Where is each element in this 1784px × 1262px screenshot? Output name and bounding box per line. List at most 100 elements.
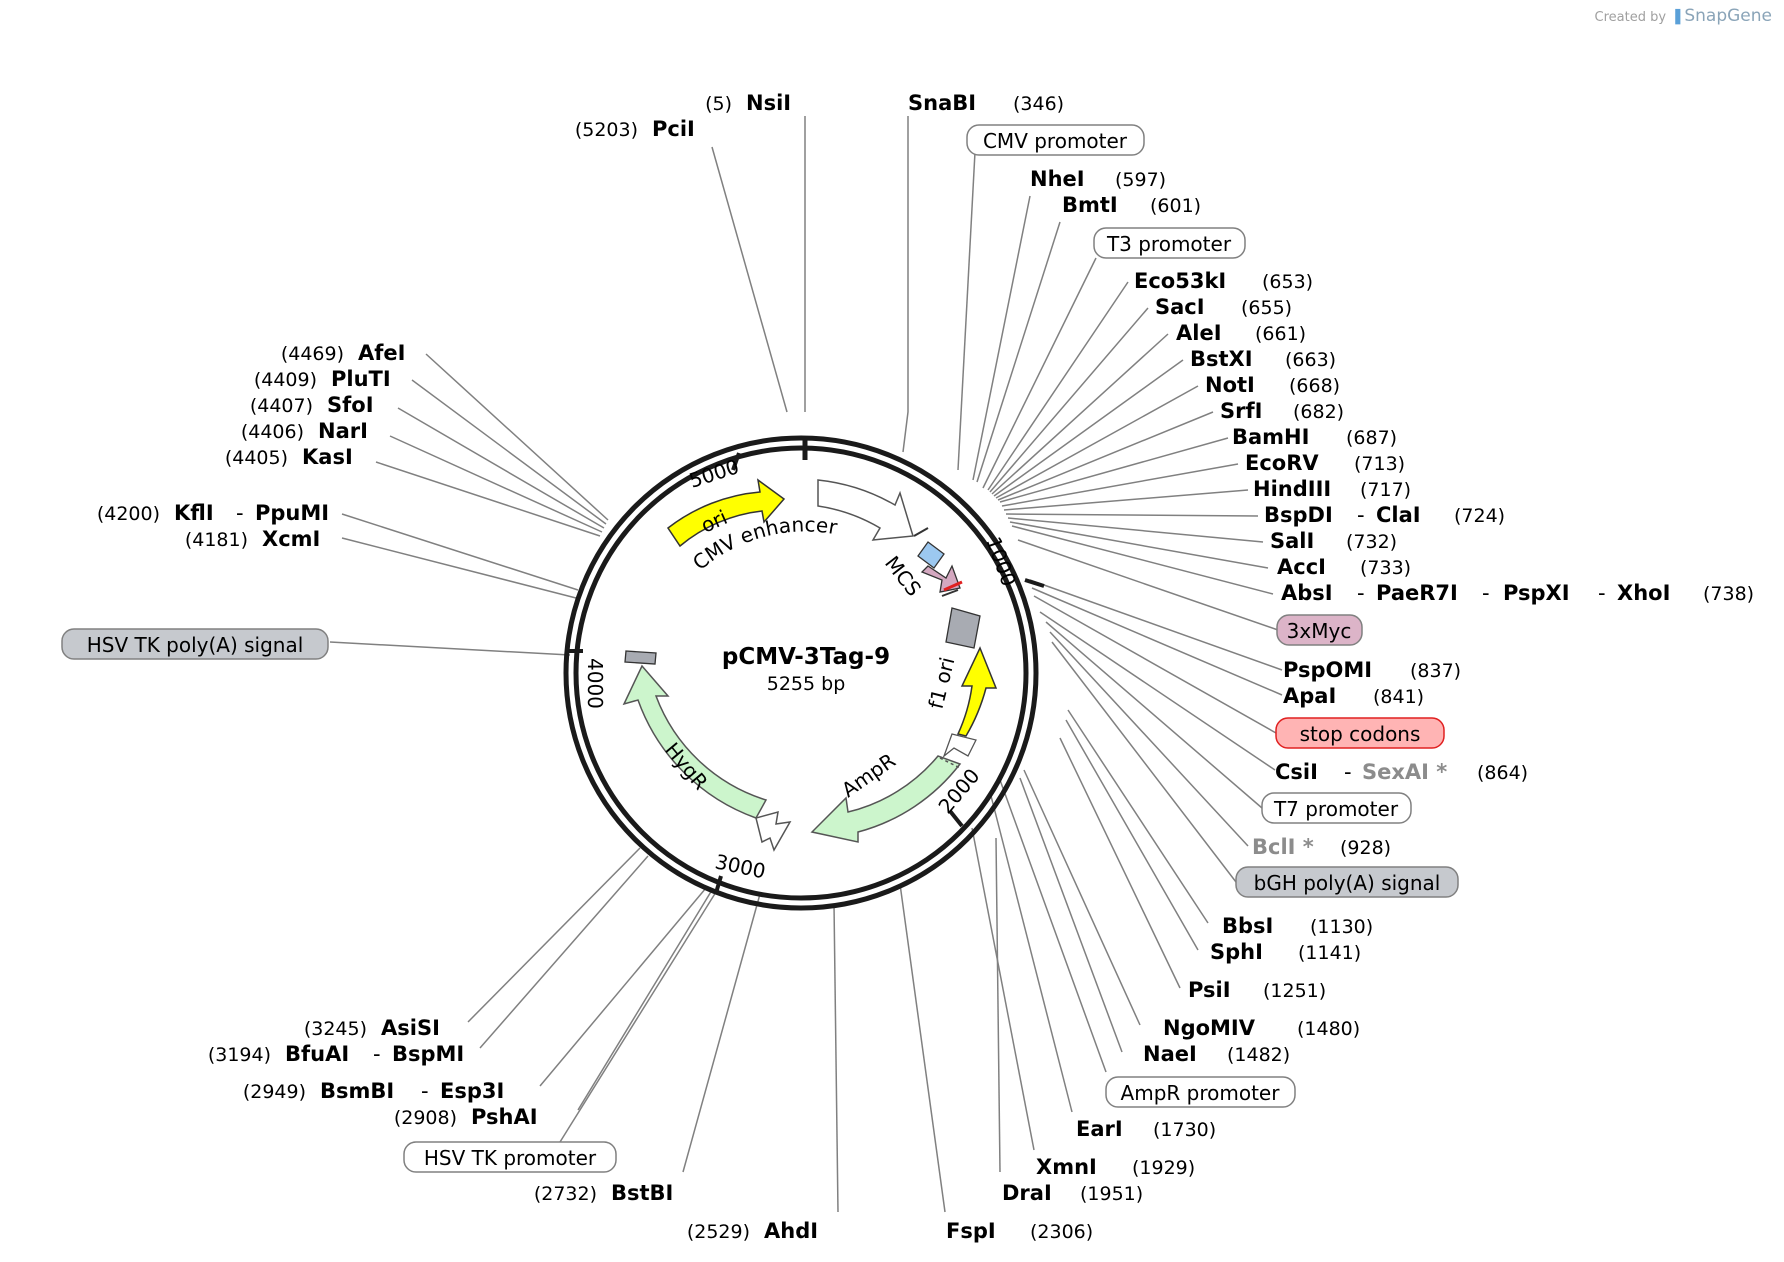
site-csii-sexai[interactable]: CsiI - SexAI * (864) [1275,760,1528,784]
site-pos: (1482) [1227,1044,1290,1066]
leader-bstbi [682,893,761,1173]
feature-hygr[interactable]: HygR [622,664,768,819]
site-kfli-ppumi[interactable]: (4200) KflI - PpuMI [97,501,329,525]
site-name: AsiSI [381,1016,440,1040]
site-pluti[interactable]: (4409) PluTI [254,367,391,391]
site-name: SnaBI [908,91,976,115]
site-pshai[interactable]: (2908) PshAI [394,1105,538,1129]
leader-snabi [902,116,909,453]
feature-ampr[interactable]: AmpR [810,748,962,843]
leader-bgh [1051,641,1237,883]
box-bgh-polya[interactable]: bGH poly(A) signal [1235,866,1459,898]
feature-f1-ori[interactable]: f1 ori [924,646,998,737]
site-bfuai-bspmi[interactable]: (3194) BfuAI - BspMI [208,1042,464,1066]
cmv-promoter-label: CMV promoter [983,129,1128,153]
site-bbsi[interactable]: BbsI (1130) [1222,914,1373,938]
site-xmni[interactable]: XmnI (1929) [1036,1155,1195,1179]
site-name: PspOMI [1283,658,1372,682]
site-name: AbsI [1281,581,1333,605]
site-naei[interactable]: NaeI (1482) [1143,1042,1290,1066]
site-fspi[interactable]: FspI (2306) [946,1219,1093,1243]
box-hsv-tk-polya[interactable]: HSV TK poly(A) signal [61,628,329,660]
site-name: BsmBI [320,1079,394,1103]
box-ampr-promoter[interactable]: AmpR promoter [1105,1076,1296,1108]
site-sphi[interactable]: SphI (1141) [1210,940,1361,964]
site-xcmi[interactable]: (4181) XcmI [185,527,321,551]
site-psii[interactable]: PsiI (1251) [1188,978,1326,1002]
leader-absi [1011,525,1274,595]
site-name-3: PspXI [1503,581,1570,605]
site-sali[interactable]: SalI (732) [1270,529,1397,553]
site-name: SalI [1270,529,1314,553]
site-srfi[interactable]: SrfI (682) [1220,399,1344,423]
site-name: BfuAI [285,1042,349,1066]
box-hsv-tk-promoter[interactable]: HSV TK promoter [403,1141,617,1173]
site-bstbi[interactable]: (2732) BstBI [534,1181,674,1205]
plasmid-name: pCMV-3Tag-9 [722,644,890,670]
site-pos: (1480) [1297,1018,1360,1040]
mcs-label: MCS [880,551,926,600]
plasmid-backbone [563,435,1045,911]
leader-pshai [577,889,713,1111]
site-drai[interactable]: DraI (1951) [1002,1181,1143,1205]
site-pcii[interactable]: (5203) PciI [575,117,695,141]
site-noti[interactable]: NotI (668) [1205,373,1340,397]
site-alei[interactable]: AleI (661) [1176,321,1306,345]
feature-mcs[interactable]: MCS [880,527,963,601]
site-bamhi[interactable]: BamHI (687) [1232,425,1397,449]
site-bcli[interactable]: BclI * (928) [1252,835,1391,859]
site-afei[interactable]: (4469) AfeI [281,341,406,365]
box-stop-codons[interactable]: stop codons [1275,717,1445,749]
site-name: CsiI [1275,760,1318,784]
site-name: BstBI [611,1181,673,1205]
box-t7-promoter[interactable]: T7 promoter [1261,792,1412,824]
site-ngomiv[interactable]: NgoMIV (1480) [1163,1016,1360,1040]
site-asisi[interactable]: (3245) AsiSI [304,1016,440,1040]
leader-alei [991,333,1169,495]
site-apai[interactable]: ApaI (841) [1283,684,1424,708]
site-name: HindIII [1253,477,1331,501]
leader-sali [1007,517,1264,543]
bgh-polya-label: bGH poly(A) signal [1254,871,1441,895]
site-bmti[interactable]: BmtI (601) [1062,193,1201,217]
mcs-stop-mark [943,580,963,592]
site-separator: - [373,1042,381,1066]
site-name: PshAI [471,1105,538,1129]
leader-pcii [711,146,788,413]
box-t3-promoter[interactable]: T3 promoter [1093,227,1246,259]
site-name: NheI [1030,167,1085,191]
site-bspdi-clai[interactable]: BspDI - ClaI (724) [1264,503,1505,527]
site-nari[interactable]: (4406) NarI [241,419,368,443]
feature-hsv-tk-promoter [755,810,792,852]
site-bsmbi-esp3i[interactable]: (2949) BsmBI - Esp3I [243,1079,505,1103]
site-sfoi[interactable]: (4407) SfoI [250,393,374,417]
site-pos: (713) [1354,453,1405,475]
site-pos: (2306) [1030,1221,1093,1243]
site-snabi[interactable]: SnaBI (346) [908,91,1064,115]
site-hindiii[interactable]: HindIII (717) [1253,477,1411,501]
site-nhei[interactable]: NheI (597) [1030,167,1166,191]
site-name: BspDI [1264,503,1333,527]
site-name: NsiI [746,91,791,115]
site-ecorv[interactable]: EcoRV (713) [1245,451,1405,475]
site-absi-group[interactable]: AbsI - PaeR7I - PspXI - XhoI (738) [1281,581,1754,605]
site-pos: (4407) [250,395,313,417]
site-eco53ki[interactable]: Eco53kI (653) [1134,269,1313,293]
site-name: AhdI [764,1219,818,1243]
feature-ori[interactable]: ori [666,478,786,548]
site-name: PsiI [1188,978,1231,1002]
site-eari[interactable]: EarI (1730) [1076,1117,1216,1141]
site-ahdi[interactable]: (2529) AhdI [687,1219,818,1243]
site-pspomi[interactable]: PspOMI (837) [1283,658,1461,682]
site-nsii[interactable]: (5) NsiI [705,91,791,115]
site-pos: (2529) [687,1221,750,1243]
site-saci[interactable]: SacI (655) [1155,295,1292,319]
box-3xmyc[interactable]: 3xMyc [1276,614,1363,646]
site-bstxi[interactable]: BstXI (663) [1190,347,1336,371]
site-kasi[interactable]: (4405) KasI [225,445,353,469]
leader-bcli [1049,631,1249,847]
site-pos: (601) [1150,195,1201,217]
box-cmv-promoter[interactable]: CMV promoter [966,124,1145,156]
site-name-2: Esp3I [440,1079,504,1103]
site-acci[interactable]: AccI (733) [1277,555,1411,579]
